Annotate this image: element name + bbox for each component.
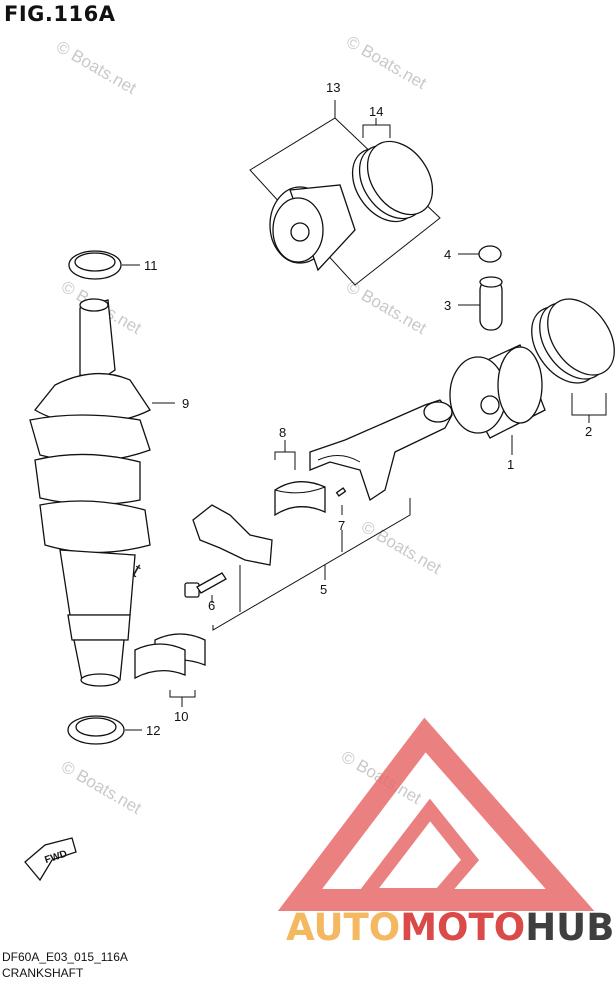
callout-9: 9	[182, 396, 189, 411]
piston	[449, 344, 546, 455]
brand-logo-icon	[277, 717, 595, 911]
callout-13: 13	[326, 80, 340, 95]
callout-4: 4	[444, 247, 451, 262]
brand-part-auto: AUTO	[286, 906, 401, 949]
callout-3: 3	[444, 298, 451, 313]
brand-wordmark: AUTOMOTOHUB	[286, 906, 614, 949]
callout-labels: 13 14 4 3 1 2 8 7 5 6 9 10 11 12	[144, 80, 592, 738]
callout-10: 10	[174, 709, 188, 724]
watermark: © Boats.net	[53, 37, 140, 98]
callout-14: 14	[369, 104, 383, 119]
callout-11: 11	[144, 258, 158, 273]
callout-7: 7	[338, 518, 345, 533]
watermark: © Boats.net	[343, 277, 430, 338]
callout-1: 1	[507, 457, 514, 472]
oil-seal-upper	[68, 250, 140, 280]
crankshaft	[29, 298, 175, 687]
circlip	[478, 245, 502, 263]
watermark: © Boats.net	[343, 32, 430, 93]
piston-set-group	[249, 100, 441, 286]
oil-seal-lower	[67, 715, 142, 745]
fwd-arrow-icon: FWD	[24, 837, 77, 882]
callout-6: 6	[208, 598, 215, 613]
brand-part-hub: HUB	[525, 906, 615, 949]
brand-part-moto: MOTO	[400, 906, 526, 949]
piston-rings	[531, 298, 615, 423]
figure-title: FIG.116A	[4, 2, 116, 26]
connecting-rod	[309, 399, 453, 502]
callout-8: 8	[279, 425, 286, 440]
callout-2: 2	[585, 424, 592, 439]
watermark: © Boats.net	[58, 757, 145, 818]
conrod-bearing	[274, 440, 326, 517]
callout-5: 5	[320, 582, 327, 597]
conrod-bolt	[184, 572, 227, 603]
crankshaft-bearing	[134, 633, 206, 707]
watermark: © Boats.net	[358, 517, 445, 578]
conrod-cap	[192, 504, 273, 566]
piston-pin	[458, 276, 503, 331]
section-name: CRANKSHAFT	[2, 966, 84, 980]
model-code: DF60A_E03_015_116A	[2, 950, 128, 964]
callout-12: 12	[146, 723, 160, 738]
